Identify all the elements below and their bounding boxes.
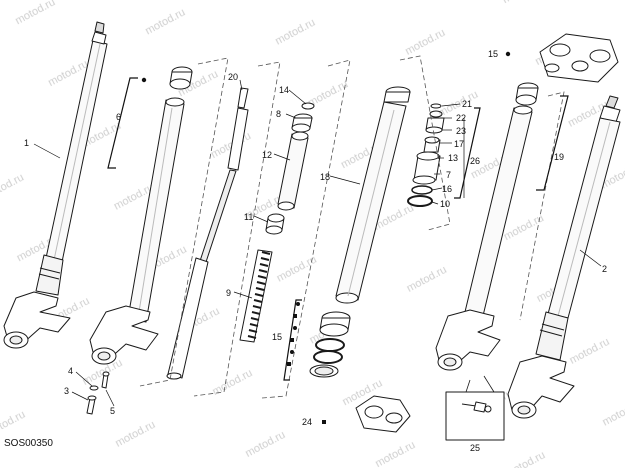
label-16: 16 [442,184,452,194]
damper-rod [166,87,249,380]
outer-tube-right [435,82,539,371]
markers [141,51,511,424]
drawing-code: SOS00350 [4,438,53,449]
label-21: 21 [462,99,472,109]
label-25: 25 [470,443,480,453]
inner-tube-center [335,86,411,304]
label-10: 10 [440,199,450,209]
top-clamp-kit [539,33,619,83]
label-15-top: 15 [488,49,498,59]
detail-box-25 [445,375,505,441]
label-20: 20 [228,72,238,82]
part-labels: 1 2 3 4 5 6 7 8 9 10 11 12 13 14 15 15 1… [24,49,607,453]
label-8: 8 [276,109,281,119]
label-3: 3 [64,386,69,396]
bottom-clamp-part [355,395,411,433]
cartridge-parts [407,103,445,207]
label-14: 14 [279,85,289,95]
seal-kit-lower [309,311,351,378]
label-19: 19 [554,152,564,162]
part-4-washer [89,385,99,391]
label-17: 17 [454,139,464,149]
leader-lines [33,79,602,407]
label-11: 11 [244,212,253,222]
label-5: 5 [110,406,115,416]
fork-leg-left-assembled [3,21,108,349]
group-brackets [107,77,569,381]
label-7: 7 [446,170,451,180]
label-12: 12 [262,150,272,160]
spring-spacer-group [239,102,315,343]
part-9-spring [247,251,271,339]
label-23: 23 [456,126,466,136]
label-26: 26 [470,156,480,166]
fork-leg-right-assembled [507,95,621,419]
label-1: 1 [24,138,29,148]
label-22: 22 [456,113,466,123]
label-2: 2 [602,264,607,274]
label-9: 9 [226,288,231,298]
label-13: 13 [448,153,458,163]
label-18: 18 [320,172,330,182]
label-24: 24 [302,417,312,427]
part-14-washer [301,102,315,110]
label-15-bottom: 15 [272,332,282,342]
bolts-group [86,371,110,415]
outer-tube-left [89,66,193,365]
label-6: 6 [116,112,121,122]
dashed-outlines [139,55,565,399]
label-4: 4 [68,366,73,376]
